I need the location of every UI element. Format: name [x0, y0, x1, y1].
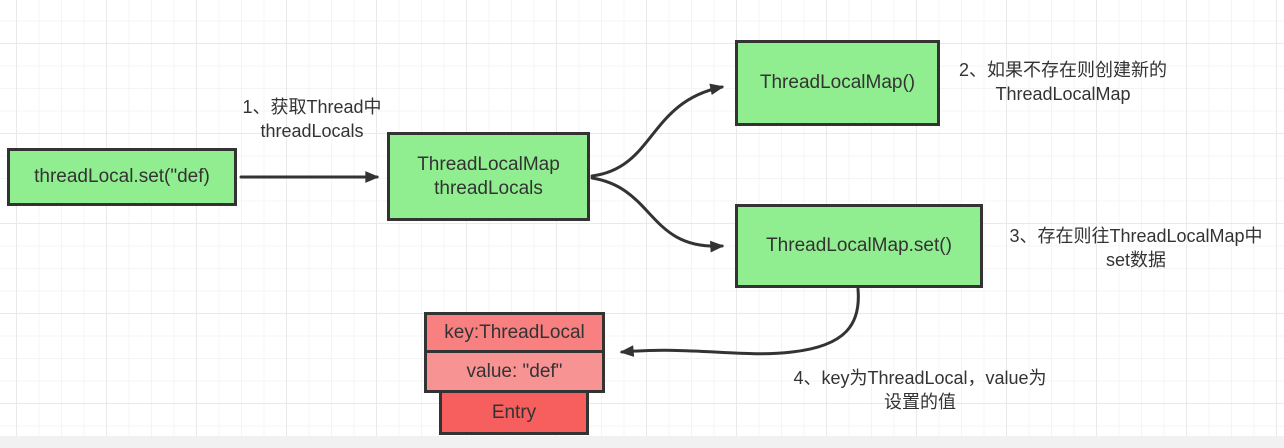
annotation-line1: 1、获取Thread中: [242, 97, 382, 117]
arrow-threadlocals-to-ctor: [590, 83, 725, 178]
annotation-line2: 设置的值: [884, 392, 956, 413]
arrow-threadlocals-to-mapset: [590, 176, 725, 253]
node-entry-key: key:ThreadLocal: [424, 312, 605, 353]
annotation-line1: 2、如果不存在则创建新的: [958, 60, 1167, 80]
annotation-line2: threadLocals: [260, 121, 364, 142]
node-label: value: "def": [466, 360, 563, 382]
annotation-step3: 3、存在则往ThreadLocalMap中 set数据: [988, 224, 1284, 273]
annotation-step4: 4、key为ThreadLocal，value为 设置的值: [770, 366, 1070, 415]
node-label: Entry: [491, 401, 537, 423]
node-thread-threadlocals: ThreadLocalMap threadLocals: [387, 132, 590, 221]
annotation-step2: 2、如果不存在则创建新的 ThreadLocalMap: [948, 58, 1178, 107]
node-label: ThreadLocalMap(): [759, 72, 916, 94]
node-entry-value: value: "def": [424, 350, 605, 393]
node-label: key:ThreadLocal: [444, 321, 585, 343]
node-entry: Entry: [439, 390, 589, 435]
annotation-line2: set数据: [1105, 250, 1166, 271]
node-label: ThreadLocalMap.set(): [766, 235, 952, 257]
annotation-line2: ThreadLocalMap: [995, 84, 1131, 105]
annotation-line1: 4、key为ThreadLocal，value为: [793, 368, 1047, 388]
canvas-bottom-edge: [0, 436, 1284, 448]
node-threadlocalmap-ctor: ThreadLocalMap(): [735, 40, 940, 126]
node-label-line1: ThreadLocalMap: [417, 153, 560, 175]
annotation-step1: 1、获取Thread中 threadLocals: [212, 95, 412, 144]
node-threadlocalmap-set: ThreadLocalMap.set(): [735, 204, 983, 288]
annotation-line1: 3、存在则往ThreadLocalMap中: [1009, 226, 1263, 246]
node-threadlocal-set: threadLocal.set("def): [7, 148, 237, 206]
arrow-mapset-to-entry: [619, 287, 860, 357]
node-label-line2: threadLocals: [434, 177, 543, 199]
node-label: threadLocal.set("def): [34, 166, 210, 188]
